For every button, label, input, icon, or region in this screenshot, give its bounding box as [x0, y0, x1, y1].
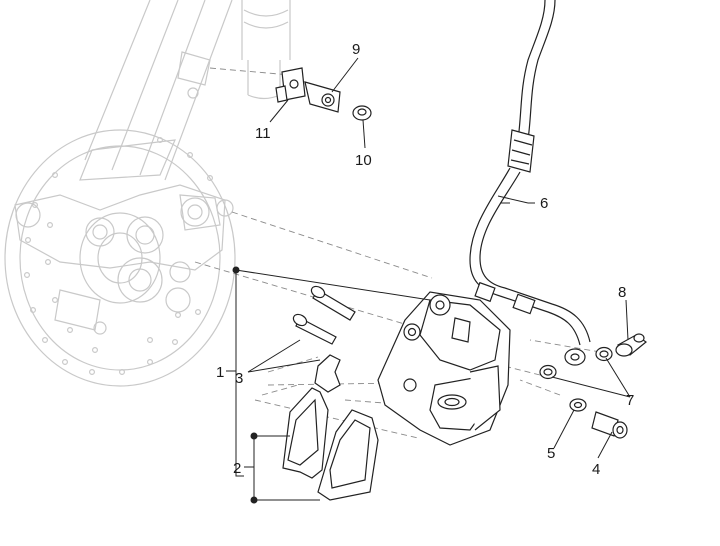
callout-labels: 1 2 3 4 5 6 7 8 9 10 11 [216, 41, 634, 478]
washer-part-5 [569, 398, 587, 412]
callout-4: 4 [592, 461, 600, 478]
callout-7: 7 [626, 392, 634, 409]
callout-10: 10 [355, 152, 372, 169]
callout-2: 2 [233, 460, 241, 477]
callout-5: 5 [547, 445, 555, 462]
callout-6: 6 [540, 195, 548, 212]
bolt-part-10 [352, 105, 372, 121]
bolt-part-4 [591, 411, 628, 439]
callout-9: 9 [352, 41, 360, 58]
leader-lines [226, 57, 631, 501]
bracket-part-9 [304, 81, 341, 113]
bracket-dots [232, 266, 258, 504]
washers-part-7 [539, 346, 613, 380]
callout-8: 8 [618, 284, 626, 301]
bolt-part-8 [615, 333, 647, 357]
fork-and-disc-ghost [4, 0, 291, 387]
brake-pads-part-2 [282, 387, 379, 501]
hose-clip-part-11 [275, 67, 306, 103]
callout-1: 1 [216, 364, 224, 381]
brake-caliper-part-1 [377, 291, 511, 446]
brake-hose-part-6 [469, 0, 591, 366]
callout-11: 11 [255, 125, 271, 142]
callout-3: 3 [235, 370, 243, 387]
caliper-pins-part-3 [292, 285, 356, 393]
disc-holes [24, 137, 214, 376]
